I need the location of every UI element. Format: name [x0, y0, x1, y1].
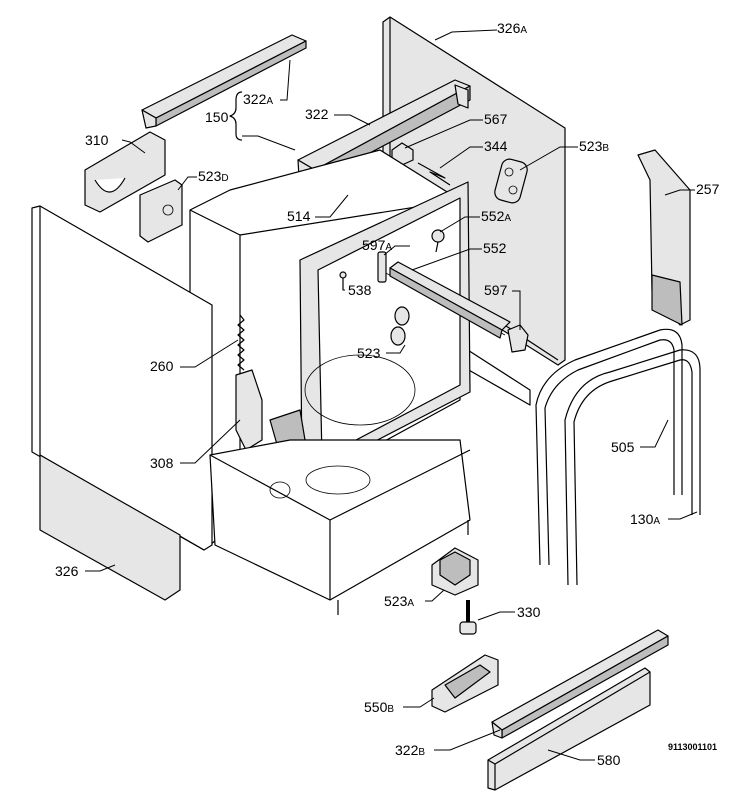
part-door-rail-552: [389, 261, 511, 339]
label-523a: 523A: [384, 593, 414, 609]
label-538: 538: [348, 282, 372, 298]
label-260: 260: [150, 358, 174, 374]
part-hinge-plate-523b: [494, 158, 528, 204]
label-597a: 597A: [362, 237, 392, 253]
label-514: 514: [287, 208, 311, 224]
label-130a: 130A: [630, 511, 660, 527]
part-door-seal-130a: [564, 349, 701, 586]
label-326a: 326A: [497, 20, 527, 36]
label-322a: 322A: [243, 91, 273, 107]
part-door-frame: [299, 181, 506, 476]
part-door-seal-505: [535, 328, 683, 566]
label-552: 552: [483, 240, 507, 256]
part-nozzles-523: [390, 306, 410, 346]
part-plinth-580: [487, 667, 651, 791]
label-597: 597: [484, 282, 508, 298]
label-523d: 523D: [198, 168, 229, 184]
part-knob-552a: [431, 229, 445, 253]
part-bracket-550b: [431, 654, 499, 713]
label-322b: 322B: [395, 742, 425, 758]
part-cover-310: [84, 131, 166, 213]
label-310: 310: [85, 132, 109, 148]
label-580: 580: [597, 752, 621, 768]
label-505: 505: [611, 439, 635, 455]
part-hinge-308: [235, 369, 306, 451]
part-spring-344: [417, 162, 451, 186]
label-552a: 552A: [481, 208, 511, 224]
part-base-frame: [209, 439, 471, 615]
label-550b: 550B: [364, 699, 394, 715]
label-308: 308: [150, 455, 174, 471]
label-344: 344: [484, 138, 508, 154]
label-330: 330: [517, 604, 541, 620]
brace-150: [229, 91, 243, 141]
part-latch-597: [507, 324, 529, 353]
part-foot-bracket-523a: [431, 547, 479, 596]
label-567: 567: [484, 111, 508, 127]
part-kick-rail-322b: [491, 629, 669, 739]
part-spring-260: [237, 314, 245, 371]
part-top-rail: [141, 34, 307, 129]
part-side-bracket-257: [637, 149, 691, 326]
label-326: 326: [55, 563, 79, 579]
part-labels: 326A 322A 150 322 567 310 344 523B 257 5…: [55, 20, 720, 768]
label-523: 523: [357, 345, 381, 361]
label-523b: 523B: [579, 138, 609, 154]
leader-lines: [85, 29, 698, 761]
label-257: 257: [696, 181, 720, 197]
label-150: 150: [205, 109, 229, 125]
label-322: 322: [305, 106, 329, 122]
part-foot-330: [459, 600, 477, 635]
document-number: 9113001101: [668, 742, 717, 752]
part-hook-597a: [377, 251, 387, 283]
part-bracket-523d: [139, 179, 183, 243]
part-side-panel-left: [31, 205, 213, 601]
